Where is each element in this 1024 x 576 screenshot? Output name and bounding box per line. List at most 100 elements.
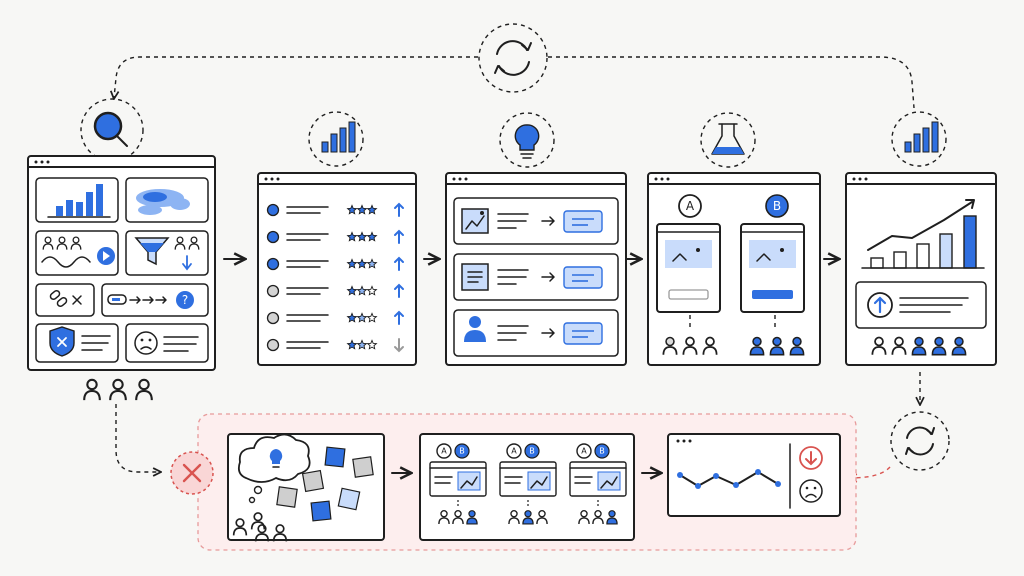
- retest-loop: [850, 372, 950, 478]
- rating-star-icon: [346, 285, 358, 296]
- down-arrow-icon: [799, 446, 823, 470]
- idea-row: [266, 202, 404, 217]
- hypothesis-row-user: [453, 309, 619, 357]
- top-feedback-loop: [114, 23, 915, 109]
- sad-face-icon: [799, 479, 823, 503]
- shield-icon: [49, 326, 111, 357]
- ab-test-window: [647, 172, 821, 366]
- stage-prioritize: [257, 111, 417, 366]
- rating-star-icon: [346, 258, 358, 269]
- up-arrow-icon: [867, 292, 893, 318]
- lightbulb-icon: [499, 112, 555, 168]
- rating-star-icon: [366, 258, 378, 269]
- analytics-bar-chart-icon: [47, 184, 111, 218]
- variant-b-label: B: [459, 447, 465, 456]
- thought-cloud-icon: [237, 433, 311, 504]
- rating-star-icon: [366, 285, 378, 296]
- hypothesis-row-image: [453, 197, 619, 245]
- sticky-notes: [276, 446, 374, 522]
- magnifier-icon: [80, 98, 144, 162]
- variant-b-hero-image: [749, 240, 796, 268]
- variant-b-label: B: [529, 447, 535, 456]
- session-recording-icon: [41, 236, 115, 268]
- rating-star-icon: [356, 231, 368, 242]
- stage-hypothesize: [445, 112, 627, 366]
- prioritized-idea-list: [266, 202, 404, 353]
- variant-b-badge: B: [765, 194, 789, 218]
- rating-star-icon: [346, 204, 358, 215]
- svg-text:A: A: [686, 199, 695, 213]
- trend-up-icon: [394, 229, 404, 244]
- rating-star-icon: [366, 204, 378, 215]
- idea-bullet: [266, 230, 280, 244]
- growth-chart: [861, 199, 985, 269]
- variant-a-badge: A: [678, 194, 702, 218]
- trend-up-icon: [394, 310, 404, 325]
- rating-star-icon: [366, 231, 378, 242]
- trend-down-icon: [394, 338, 404, 353]
- variant-b-badge: B: [454, 443, 470, 459]
- prioritize-window: [257, 172, 417, 366]
- trend-up-icon: [394, 283, 404, 298]
- trend-up-icon: [394, 202, 404, 217]
- flat-line-chart: [677, 469, 781, 489]
- rating-star-icon: [356, 285, 368, 296]
- variant-a-label: A: [581, 447, 587, 456]
- stage-research: ?: [27, 98, 216, 402]
- variant-b-cta-button: [752, 290, 793, 299]
- rating-star-icon: [346, 231, 358, 242]
- refresh-cycle-icon: [478, 23, 548, 93]
- idea-row: [266, 229, 404, 244]
- rating-star-icon: [346, 339, 358, 350]
- rating-star-icon: [346, 312, 358, 323]
- funnel-icon: [134, 236, 200, 271]
- broken-link-icon: [49, 289, 82, 308]
- idea-bullet: [266, 257, 280, 271]
- bar-chart-icon: [891, 111, 947, 167]
- idea-row: [266, 256, 404, 271]
- idea-row: [266, 283, 404, 298]
- idea-bullet: [266, 284, 280, 298]
- idea-row: [266, 310, 404, 325]
- svg-text:B: B: [773, 199, 781, 213]
- stage-experiment: A B: [647, 112, 821, 366]
- variant-a-label: A: [511, 447, 517, 456]
- form-flow-icon: ?: [107, 291, 194, 309]
- variant-a-label: A: [441, 447, 447, 456]
- user-icon: [464, 316, 486, 342]
- idea-bullet: [266, 338, 280, 352]
- svg-text:?: ?: [182, 293, 188, 307]
- idea-row: [266, 338, 404, 353]
- rating-star-icon: [356, 258, 368, 269]
- idea-bullet: [266, 203, 280, 217]
- variant-a-badge: A: [436, 443, 452, 459]
- rating-star-icon: [366, 312, 378, 323]
- variant-b-badge: B: [594, 443, 610, 459]
- sad-face-icon: [134, 331, 199, 355]
- variant-a-badge: A: [506, 443, 522, 459]
- stage-measure: [845, 111, 997, 366]
- rating-star-icon: [366, 339, 378, 350]
- research-users: [83, 378, 153, 402]
- variant-a-badge: A: [576, 443, 592, 459]
- x-mark-icon: [170, 451, 214, 495]
- rating-star-icon: [356, 339, 368, 350]
- variant-b-badge: B: [524, 443, 540, 459]
- variant-a-hero-image: [665, 240, 712, 268]
- rating-star-icon: [356, 312, 368, 323]
- rating-star-icon: [356, 204, 368, 215]
- refresh-cycle-icon: [890, 411, 950, 471]
- trend-up-icon: [394, 256, 404, 271]
- idea-bullet: [266, 311, 280, 325]
- hypothesis-row-document: [453, 253, 619, 301]
- flask-icon: [700, 112, 756, 168]
- bar-chart-icon: [308, 111, 364, 167]
- variant-b-label: B: [599, 447, 605, 456]
- variant-a-cta-button: [668, 289, 709, 300]
